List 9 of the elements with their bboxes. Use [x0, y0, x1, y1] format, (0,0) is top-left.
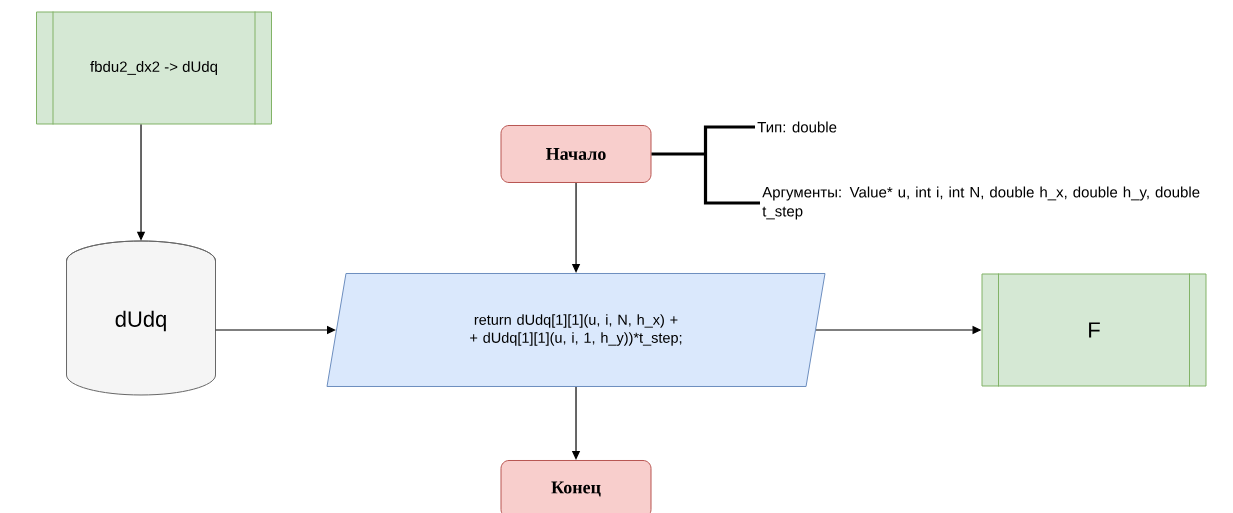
terminal-box: Конец [500, 460, 652, 513]
subprocess-box: fbdu2_dx2 -> dUdq [36, 11, 272, 125]
subprocess-box: F [981, 273, 1207, 387]
annotation-text: Тип: double [757, 121, 837, 133]
annotation-text: Аргументы: Value* u, int i, int N, double h_x, double h_y, double t_step [762, 186, 1200, 220]
terminal-box: Начало [500, 125, 652, 183]
io-parallelogram: return dUdq[1][1](u, i, N, h_x) + + dUdq[1][1](u, i, 1, h_y))*t_step; [326, 273, 826, 387]
bracket-line [649, 125, 762, 205]
database-cylinder: dUdq [66, 240, 216, 396]
